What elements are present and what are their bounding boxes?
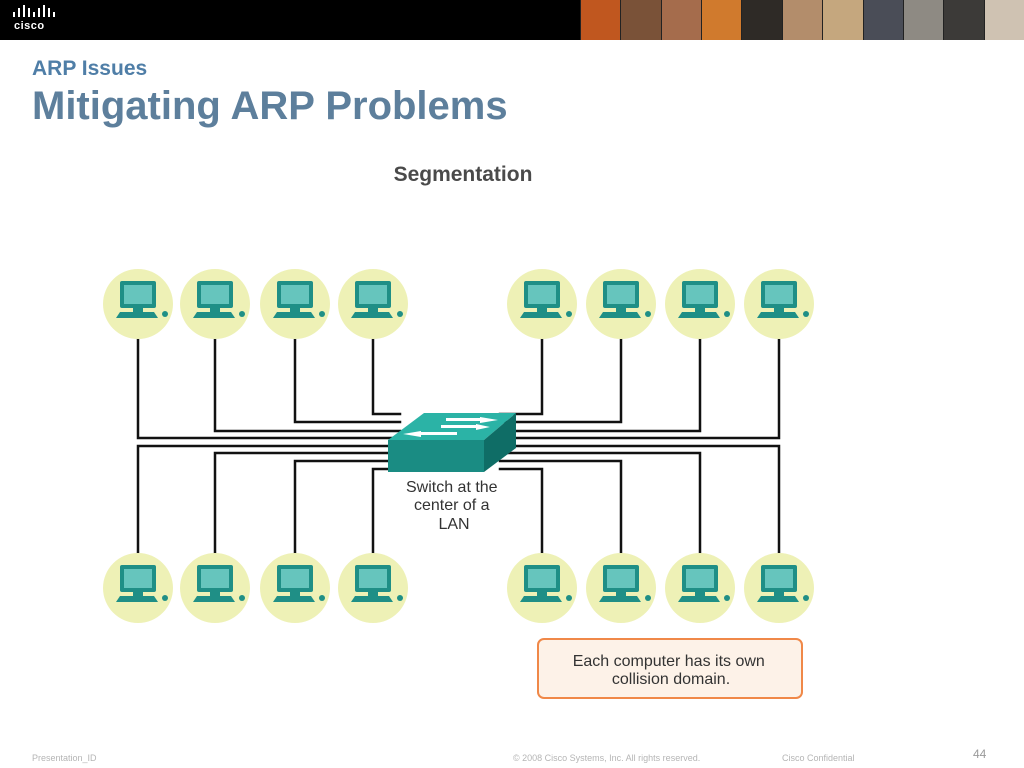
cable-top: [293, 336, 402, 424]
computer-bottom-5: [507, 553, 577, 623]
cable-top: [498, 336, 702, 433]
computer-icon: [193, 281, 245, 318]
header-photo-strip: [580, 0, 1024, 40]
computer-icon: [599, 565, 651, 602]
slide-title: Mitigating ARP Problems: [32, 84, 508, 128]
switch-side-face: [484, 413, 516, 472]
callout-line-2: collision domain.: [612, 671, 730, 688]
header-photo: [741, 0, 782, 40]
cisco-bars-icon: [13, 5, 55, 17]
computer-bottom-6: [586, 553, 656, 623]
cisco-logo: cisco: [10, 5, 60, 35]
header-photo: [983, 0, 1024, 40]
callout-box: [537, 638, 803, 699]
page-number: 44: [973, 747, 987, 761]
header-photo: [620, 0, 661, 40]
computer-top-2: [180, 269, 250, 339]
computer-icon: [351, 565, 403, 602]
presentation-id: Presentation_ID: [32, 753, 97, 763]
switch-front-face: [388, 440, 484, 472]
computer-top-5: [507, 269, 577, 339]
cable-bottom: [498, 459, 623, 555]
cable-bottom: [293, 459, 402, 555]
computer-bottom-1: [103, 553, 173, 623]
switch-label: Switch at the center of a LAN: [406, 479, 502, 533]
switch-icon: [388, 413, 516, 472]
computer-icon: [116, 565, 168, 602]
top-banner: cisco: [0, 0, 1024, 40]
header-photo: [943, 0, 984, 40]
callout-text: Each computer has its own collision doma…: [573, 653, 770, 688]
cable-bottom: [498, 467, 544, 555]
computer-bottom-4: [338, 553, 408, 623]
cable-top: [498, 336, 781, 440]
computer-icon: [116, 281, 168, 318]
computer-top-3: [260, 269, 330, 339]
callout-line-1: Each computer has its own: [573, 653, 765, 670]
network-cables: [136, 336, 781, 555]
switch-label-line-3: LAN: [438, 516, 469, 533]
header-photo: [822, 0, 863, 40]
cable-bottom: [213, 451, 402, 555]
computer-bottom-7: [665, 553, 735, 623]
computer-icon: [678, 281, 730, 318]
header-photo: [701, 0, 742, 40]
cable-bottom: [498, 451, 702, 555]
copyright-notice: © 2008 Cisco Systems, Inc. All rights re…: [513, 753, 701, 763]
cable-top: [371, 336, 402, 416]
header-photo: [862, 0, 903, 40]
computer-bottom-8: [744, 553, 814, 623]
switch-arrows: [403, 417, 498, 437]
cable-bottom: [498, 444, 781, 555]
cable-top: [498, 336, 623, 424]
header-photo: [902, 0, 944, 40]
computer-icon: [351, 281, 403, 318]
computer-top-8: [744, 269, 814, 339]
computer-icon: [273, 565, 325, 602]
header-photo: [580, 0, 621, 40]
computer-bottom-3: [260, 553, 330, 623]
cable-top: [136, 336, 402, 440]
computer-bottom-2: [180, 553, 250, 623]
header-photo: [781, 0, 823, 40]
computer-top-4: [338, 269, 408, 339]
header-photo: [660, 0, 702, 40]
computer-icon: [678, 565, 730, 602]
computer-top-6: [586, 269, 656, 339]
computer-top-1: [103, 269, 173, 339]
switch-label-line-1: Switch at the: [406, 479, 498, 496]
computer-icon: [599, 281, 651, 318]
cable-bottom: [136, 444, 402, 555]
computer-icon: [757, 281, 809, 318]
cisco-wordmark: cisco: [14, 20, 45, 32]
cable-top: [498, 336, 544, 416]
cable-bottom: [371, 467, 402, 555]
computer-nodes: [103, 269, 814, 623]
diagram-heading: Segmentation: [394, 163, 533, 186]
computer-icon: [520, 565, 572, 602]
confidential-label: Cisco Confidential: [782, 753, 855, 763]
computer-icon: [757, 565, 809, 602]
slide-subtitle: ARP Issues: [32, 57, 148, 80]
cable-top: [213, 336, 402, 433]
computer-icon: [193, 565, 245, 602]
switch-label-line-2: center of a: [414, 497, 490, 514]
computer-icon: [273, 281, 325, 318]
computer-top-7: [665, 269, 735, 339]
computer-icon: [520, 281, 572, 318]
